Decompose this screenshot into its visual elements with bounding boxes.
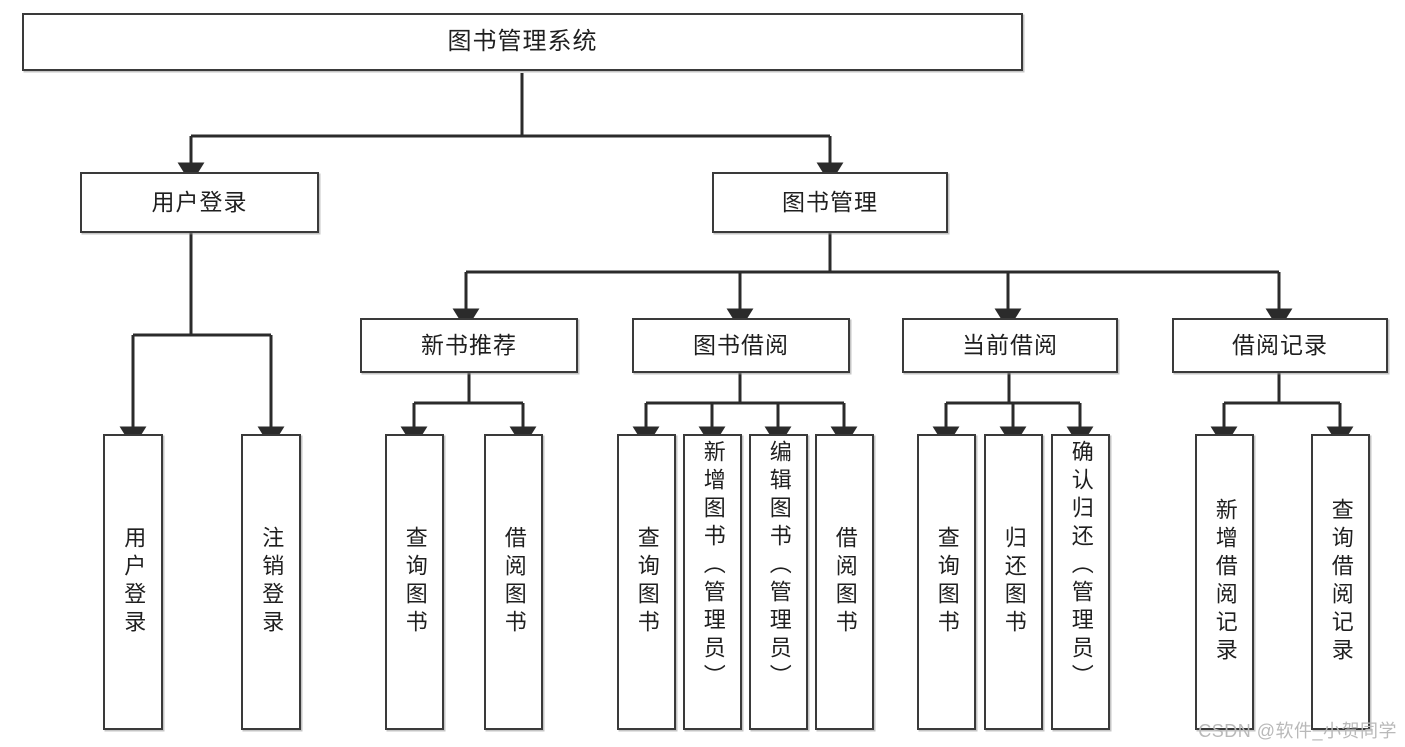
leaf-record-query[interactable]: 查询借阅记录 [1311,434,1370,730]
leaf-record-add[interactable]: 新增借阅记录 [1195,434,1254,730]
node-new-book-recommend[interactable]: 新书推荐 [360,318,578,373]
leaf-current-return-book[interactable]: 归还图书 [984,434,1043,730]
node-borrow-record-label: 借阅记录 [1232,332,1328,358]
leaf-new-book-borrow[interactable]: 借阅图书 [484,434,543,730]
leaf-current-confirm-return-label: 确认归还（管理员） [1068,440,1094,692]
leaf-user-login-logout[interactable]: 注销登录 [241,434,301,730]
leaf-new-book-query[interactable]: 查询图书 [385,434,444,730]
leaf-new-book-query-label: 查询图书 [402,526,428,638]
leaf-current-return-book-label: 归还图书 [1001,526,1027,638]
leaf-user-login-login[interactable]: 用户登录 [103,434,163,730]
leaf-borrow-query-book-label: 查询图书 [634,526,660,638]
leaf-borrow-edit-book[interactable]: 编辑图书（管理员） [749,434,808,730]
leaf-new-book-borrow-label: 借阅图书 [501,526,527,638]
node-book-management-label: 图书管理 [782,189,878,215]
node-current-borrow-label: 当前借阅 [962,332,1058,358]
node-user-login[interactable]: 用户登录 [80,172,319,233]
node-current-borrow[interactable]: 当前借阅 [902,318,1118,373]
leaf-record-query-label: 查询借阅记录 [1328,498,1354,666]
leaf-user-login-logout-label: 注销登录 [259,526,285,638]
watermark: CSDN @软件_小贺同学 [1198,721,1397,741]
leaf-current-query-book-label: 查询图书 [934,526,960,638]
node-user-login-label: 用户登录 [151,189,248,215]
node-new-book-recommend-label: 新书推荐 [421,332,517,358]
node-root-system[interactable]: 图书管理系统 [22,13,1023,71]
leaf-borrow-borrow-book[interactable]: 借阅图书 [815,434,874,730]
leaf-borrow-borrow-book-label: 借阅图书 [832,526,858,638]
leaf-current-confirm-return[interactable]: 确认归还（管理员） [1051,434,1110,730]
leaf-borrow-add-book-label: 新增图书（管理员） [700,440,726,692]
leaf-borrow-edit-book-label: 编辑图书（管理员） [766,440,792,692]
leaf-borrow-add-book[interactable]: 新增图书（管理员） [683,434,742,730]
node-borrow-record[interactable]: 借阅记录 [1172,318,1388,373]
leaf-record-add-label: 新增借阅记录 [1212,498,1238,666]
leaf-user-login-login-label: 用户登录 [121,526,147,638]
node-root-system-label: 图书管理系统 [447,28,598,55]
node-book-borrow-label: 图书借阅 [693,332,789,358]
leaf-current-query-book[interactable]: 查询图书 [917,434,976,730]
node-book-management[interactable]: 图书管理 [712,172,948,233]
node-book-borrow[interactable]: 图书借阅 [632,318,850,373]
leaf-borrow-query-book[interactable]: 查询图书 [617,434,676,730]
